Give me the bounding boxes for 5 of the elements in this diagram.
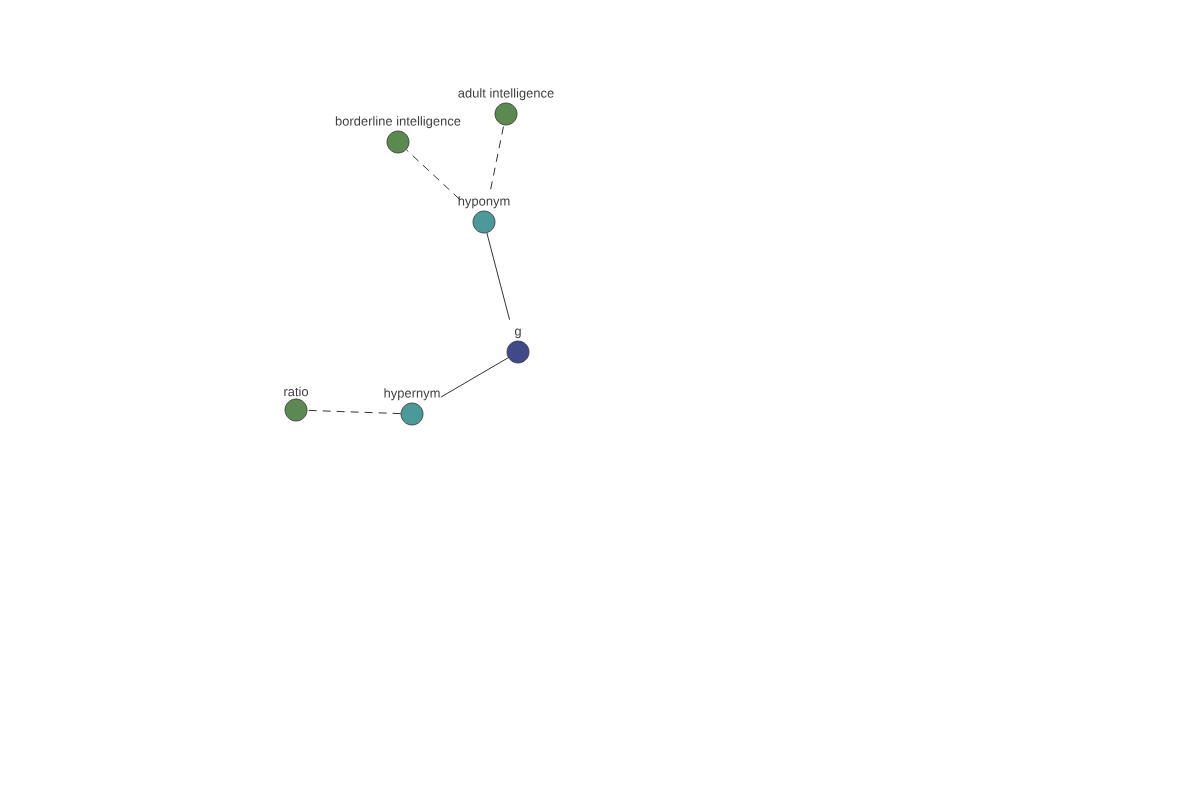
connector-line (486, 232, 510, 321)
connector-line (405, 149, 460, 200)
connector-line (490, 124, 505, 190)
connector-line (307, 410, 401, 414)
connector-line (440, 357, 509, 398)
